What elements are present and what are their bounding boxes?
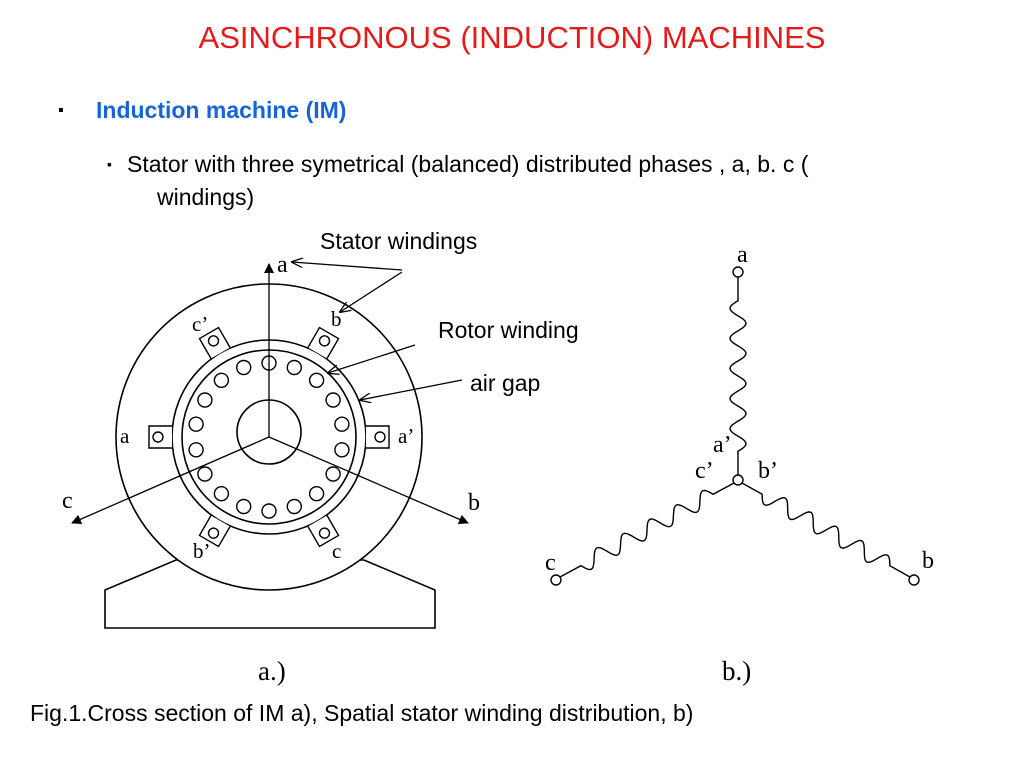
stator-windings-label: Stator windings — [320, 228, 478, 254]
stator-leader-b — [340, 271, 403, 312]
rotor-conductor — [213, 486, 230, 502]
slot-labels: c’ b a a’ b’ c — [120, 307, 414, 563]
stator-slot — [148, 425, 172, 449]
sub-bullet-text-line2: windings) — [157, 184, 255, 210]
rotor-conductor — [286, 498, 302, 515]
winding-b — [741, 482, 911, 578]
stator-slots — [148, 326, 390, 548]
neutral-c-prime-label: c’ — [695, 458, 714, 484]
star-winding-diagram — [550, 266, 920, 586]
slot-label-c-prime: c’ — [192, 312, 208, 336]
neutral-point — [732, 474, 744, 486]
figure-caption: Fig.1.Cross section of IM a), Spatial st… — [30, 700, 694, 726]
rotor-conductor — [325, 466, 341, 482]
neutral-b-prime-label: b’ — [758, 458, 778, 484]
terminal-a — [732, 266, 744, 278]
machine-cross-section — [104, 283, 436, 629]
slot-label-b: b — [331, 307, 342, 331]
stator-slot — [198, 326, 231, 359]
diagram-a-sublabel: a.) — [258, 656, 286, 686]
rotor-conductor — [188, 416, 204, 432]
axis-b — [268, 436, 469, 525]
axis-labels: a b c — [62, 252, 480, 516]
terminal-b — [908, 574, 920, 586]
neutral-a-prime-label: a’ — [713, 432, 732, 458]
rotor-conductor — [308, 372, 325, 388]
winding-c — [559, 482, 735, 578]
slot-label-a: a — [120, 424, 130, 448]
bullet-heading: Induction machine (IM) — [96, 97, 347, 123]
stator-slot — [198, 515, 231, 548]
diagram-b-sublabel: b.) — [722, 656, 751, 686]
rotor-winding-label: Rotor winding — [438, 317, 579, 343]
axis-c-label: c — [62, 488, 73, 514]
stator-slot — [307, 515, 340, 548]
slot-label-c: c — [332, 539, 341, 563]
winding-a — [729, 277, 747, 475]
rotor-conductor — [261, 503, 277, 519]
rotor-conductor — [308, 486, 325, 502]
stator-slot — [307, 326, 340, 359]
axis-a-label: a — [277, 252, 288, 278]
slide-title: ASINCHRONOUS (INDUCTION) MACHINES — [198, 20, 826, 55]
sub-bullet-text-line1: Stator with three symetrical (balanced) … — [127, 151, 809, 177]
rotor-conductor — [197, 392, 213, 408]
rotor-conductor — [235, 359, 252, 376]
rotor-conductor — [213, 372, 230, 388]
slot-label-a-prime: a’ — [398, 424, 414, 448]
rotor-slots — [188, 355, 350, 519]
rotor-conductor — [334, 442, 350, 458]
terminal-c-label: c — [545, 550, 556, 576]
sub-bullet-marker: ▪ — [107, 156, 112, 172]
rotor-conductor — [197, 466, 213, 482]
airgap-leader — [360, 379, 463, 400]
star-labels: a b c a’ b’ c’ — [545, 242, 934, 576]
axis-b-label: b — [468, 490, 480, 516]
terminal-b-label: b — [922, 548, 934, 574]
stator-slot — [366, 425, 390, 449]
slot-label-b-prime: b’ — [193, 539, 211, 563]
axis-c — [71, 436, 270, 524]
rotor-conductor — [188, 442, 204, 458]
phase-axes — [71, 263, 469, 525]
air-gap-label: air gap — [470, 370, 541, 396]
rotor-conductor — [334, 416, 350, 432]
bullet-marker: ▪ — [58, 102, 64, 119]
terminal-c — [550, 574, 562, 586]
rotor-conductor — [325, 392, 341, 408]
rotor-conductor — [286, 359, 302, 376]
terminal-a-label: a — [737, 242, 748, 268]
rotor-conductor — [235, 498, 252, 515]
callout-leaders — [292, 262, 463, 400]
machine-base — [104, 559, 436, 629]
stator-leader-a — [292, 262, 403, 271]
rotor-leader — [328, 344, 416, 373]
